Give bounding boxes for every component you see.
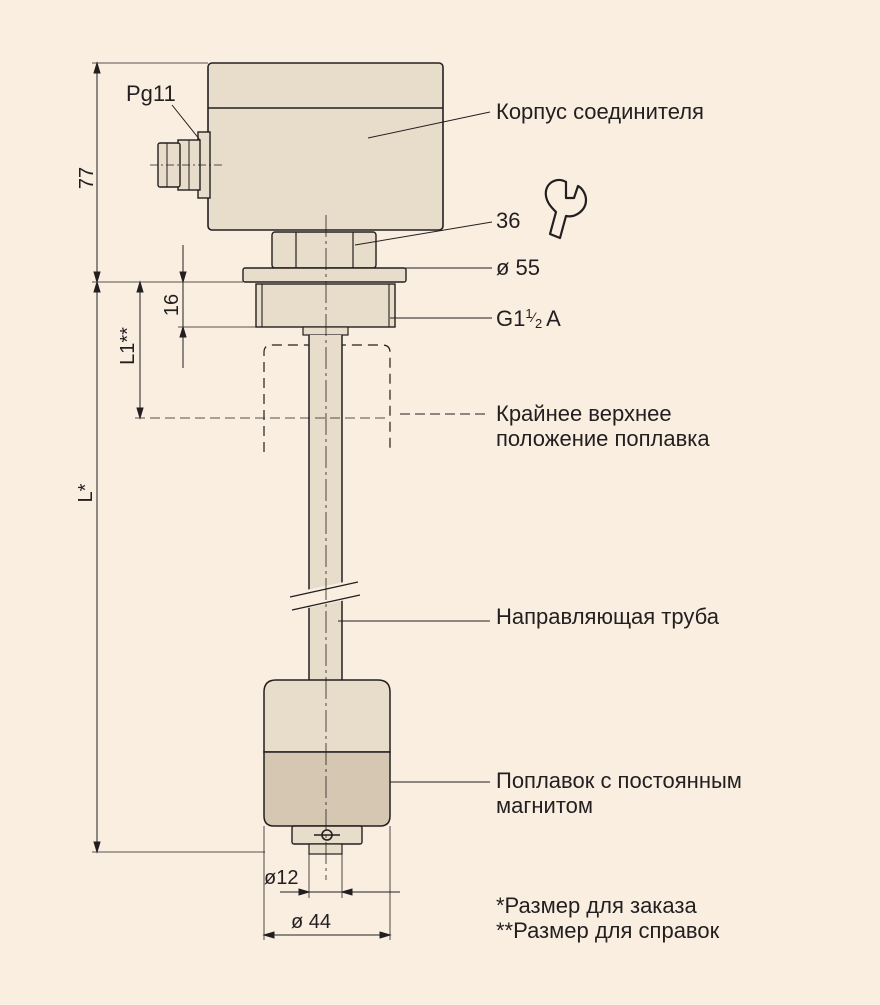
- thread-main: G1: [496, 306, 525, 331]
- upper-position-label-1: Крайнее верхнее: [496, 401, 672, 426]
- guide-tube-label: Направляющая труба: [496, 604, 720, 629]
- note-order-size: *Размер для заказа: [496, 893, 697, 918]
- housing-label: Корпус соединителя: [496, 99, 704, 124]
- dim-l1: L1**: [117, 327, 139, 365]
- hex-nut: [271, 231, 377, 269]
- connector-housing: [207, 62, 444, 231]
- thread-fraction-den: 2: [535, 316, 542, 331]
- magnetic-float: [263, 679, 391, 855]
- guide-tube: [289, 335, 361, 680]
- thread-fraction-slash: ⁄: [530, 309, 538, 325]
- flange-diameter-label: ø 55: [496, 255, 540, 280]
- dim-l: L*: [75, 483, 97, 502]
- flange: [242, 267, 407, 283]
- cable-gland-label: Pg11: [126, 81, 176, 106]
- upper-position-label-2: положение поплавка: [496, 426, 710, 451]
- dim-16: 16: [161, 294, 183, 316]
- dim-77: 77: [76, 167, 98, 189]
- cable-gland: [150, 131, 222, 199]
- float-label-2: магнитом: [496, 793, 593, 818]
- dim-tube-diameter: ø12: [264, 867, 298, 889]
- dimension-lines: [92, 61, 400, 940]
- threaded-connection: [255, 283, 396, 336]
- wrench-icon: [544, 178, 588, 240]
- wrench-size-label: 36: [496, 208, 520, 233]
- note-reference-size: **Размер для справок: [496, 918, 720, 943]
- thread-suffix: A: [546, 306, 561, 331]
- leader-lines: [171, 104, 493, 783]
- dim-float-diameter: ø 44: [291, 911, 331, 933]
- thread-fraction-num: 1: [525, 306, 532, 321]
- float-label-1: Поплавок с постоянным: [496, 768, 742, 793]
